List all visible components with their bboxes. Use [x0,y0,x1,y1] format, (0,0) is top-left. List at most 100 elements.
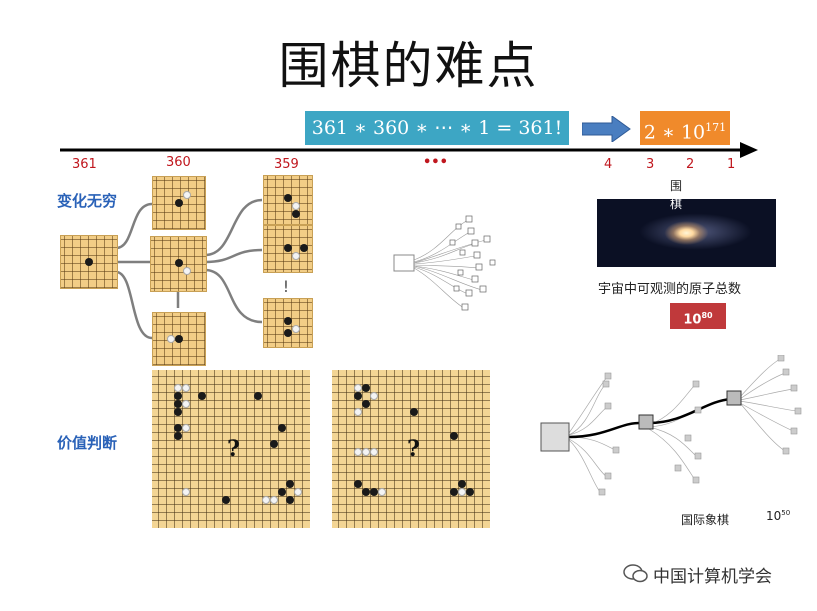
footer-watermark: 中国计算机学会 [653,567,772,587]
tick-1: 1 [727,157,736,172]
white-stone [292,252,300,260]
black-stone [450,488,458,496]
tick-3: 3 [646,157,655,172]
result-base: 2 ∗ 10 [643,121,706,144]
black-stone [354,480,362,488]
chess-game-tree [540,355,802,496]
tick-359: 359 [274,157,299,172]
white-stone [458,488,466,496]
tick-361: 361 [72,157,97,172]
white-stone [270,496,278,504]
universe-caption: 宇宙中可观测的原子总数 [598,282,742,297]
board-360-c [152,312,206,366]
result-exponent: 171 [705,121,727,134]
atoms-exponent: 80 [701,311,713,320]
black-stone [278,424,286,432]
white-stone [183,191,191,199]
full-board-right [332,370,490,528]
black-stone [284,194,292,202]
atoms-base: 10 [683,312,702,328]
white-stone [354,448,362,456]
board-359-a [263,175,313,225]
black-stone [175,335,183,343]
chess-label: 国际象棋 [681,513,730,527]
black-stone [466,488,474,496]
chess-exponent: 50 [781,509,791,517]
black-stone [270,440,278,448]
page-title: 围棋的难点 [278,37,539,95]
black-stone [370,488,378,496]
black-stone [284,244,292,252]
white-stone [182,424,190,432]
black-stone [174,408,182,416]
tick-ellipsis: ••• [423,155,448,170]
black-stone [198,392,206,400]
black-stone [362,384,370,392]
white-stone [378,488,386,496]
white-stone [354,408,362,416]
white-stone [174,384,182,392]
label-variation: 变化无穷 [57,192,118,210]
white-stone [362,448,370,456]
chess-complexity: 1050 [766,509,790,523]
black-stone [284,329,292,337]
white-stone [292,325,300,333]
black-stone [362,488,370,496]
result-box: 2 ∗ 10171 [640,111,730,145]
board-root [60,235,118,289]
game-tree-fan [393,215,496,311]
white-stone [182,384,190,392]
black-stone [174,432,182,440]
white-stone [370,392,378,400]
svg-text:!: ! [283,277,289,296]
white-stone [167,335,175,343]
black-stone [458,480,466,488]
board-359-c [263,298,313,348]
black-stone [286,480,294,488]
go-label-a: 围 [670,179,683,193]
white-stone [354,384,362,392]
atoms-count-badge: 1080 [670,303,726,329]
black-stone [174,400,182,408]
white-stone [182,488,190,496]
black-stone [354,392,362,400]
board-360-b [150,236,207,292]
black-stone [175,259,183,267]
white-stone [262,496,270,504]
right-arrow-icon [582,116,631,142]
full-board-left [152,370,310,528]
board-360-a [152,176,206,230]
tick-4: 4 [604,157,613,172]
black-stone [254,392,262,400]
black-stone [410,408,418,416]
black-stone [292,210,300,218]
question-mark-left: ? [227,436,240,462]
black-stone [284,317,292,325]
black-stone [174,424,182,432]
white-stone [183,267,191,275]
formula-box: 361 ∗ 360 ∗ ⋯ ∗ 1 = 361! [305,111,569,145]
black-stone [286,496,294,504]
wechat-icon [623,564,648,583]
tick-360: 360 [166,155,191,170]
timeline-arrow [60,142,758,158]
white-stone [294,488,302,496]
white-stone [370,448,378,456]
black-stone [174,392,182,400]
go-label-b: 棋 [670,197,683,211]
black-stone [278,488,286,496]
white-stone [182,400,190,408]
board-359-b [263,225,313,273]
black-stone [450,432,458,440]
white-stone [292,202,300,210]
question-mark-right: ? [407,436,420,462]
label-value-judgement: 价值判断 [57,434,118,452]
black-stone [175,199,183,207]
black-stone [85,258,93,266]
galaxy-image [597,199,776,267]
black-stone [300,244,308,252]
black-stone [222,496,230,504]
tick-2: 2 [686,157,695,172]
black-stone [362,400,370,408]
